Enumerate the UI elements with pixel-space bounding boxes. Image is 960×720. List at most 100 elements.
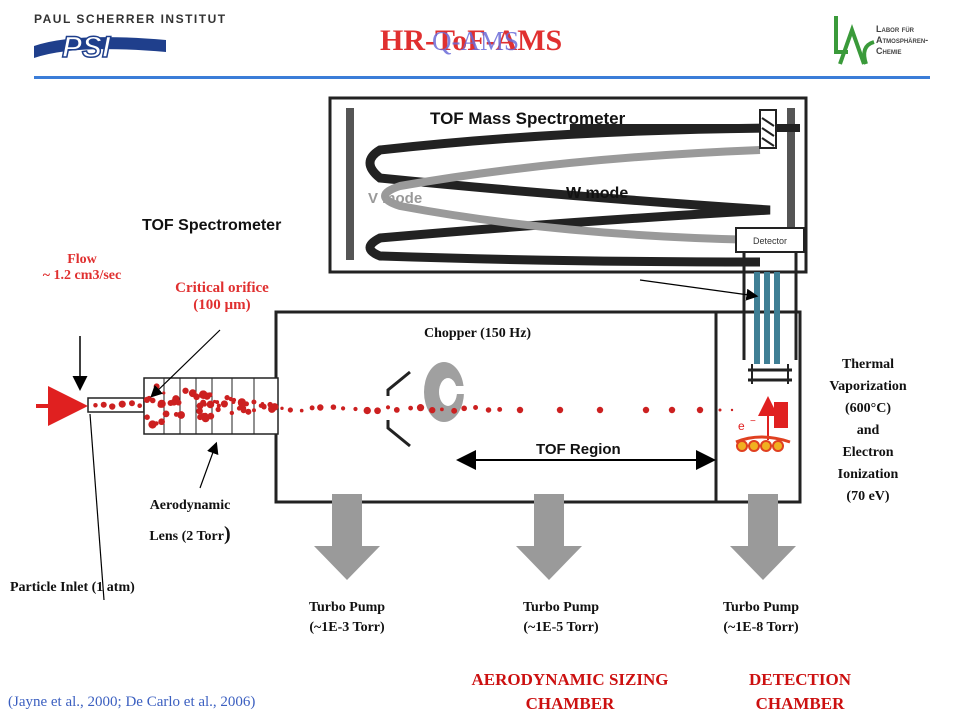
- particle-dot: [144, 414, 150, 420]
- particle-dot: [216, 403, 221, 408]
- particle-dot: [393, 407, 400, 413]
- critical-orifice-line2: (100 µm): [193, 297, 251, 313]
- particle-dot: [175, 399, 182, 406]
- turbo-pump-3-line2: (~1E-8 Torr): [723, 620, 799, 635]
- lab-name-line1: Labor für: [876, 24, 914, 34]
- aerodynamic-sizing-chamber-label: AERODYNAMIC SIZING CHAMBER: [420, 668, 720, 716]
- spectrometer-title: TOF Mass Spectrometer: [430, 109, 626, 128]
- particle-dot: [497, 406, 503, 412]
- detector-box: [735, 227, 805, 253]
- particle-dot: [718, 408, 722, 412]
- flow-label: Flow ~ 1.2 cm3/sec: [22, 252, 142, 284]
- particle-beam: [93, 383, 734, 429]
- particle-dot: [374, 407, 381, 415]
- lens-label-line1: Aerodynamic: [149, 498, 231, 513]
- particle-dot: [162, 410, 170, 418]
- detection-chamber-line1: DETECTION: [748, 670, 852, 689]
- particle-dot: [416, 404, 425, 412]
- turbo-pump-label-1: Turbo Pump (~1E-3 Torr): [280, 598, 414, 638]
- particle-dot: [118, 400, 126, 408]
- particle-dot: [128, 400, 135, 407]
- particle-dot: [143, 396, 151, 403]
- particle-dot: [212, 399, 217, 404]
- turbo-pump-arrow-3: [730, 494, 796, 580]
- particle-dot: [287, 407, 293, 413]
- particle-dot: [93, 403, 98, 408]
- critical-orifice-label: Critical orifice (100 µm): [152, 280, 292, 314]
- beam-pipe: [742, 252, 798, 360]
- lab-name-line2: Atmosphären-: [876, 35, 929, 45]
- particle-dot: [196, 407, 203, 415]
- inlet-pointer: [89, 413, 105, 601]
- particle-dot: [224, 394, 230, 401]
- psi-logo-swoosh: [34, 37, 166, 58]
- particle-dot: [668, 406, 676, 414]
- turbo-pump-2-line2: (~1E-5 Torr): [523, 620, 599, 635]
- particle-dot: [231, 397, 237, 403]
- particle-dot: [340, 406, 346, 411]
- particle-dot: [730, 408, 734, 412]
- turbo-pump-arrow-1: [314, 494, 380, 580]
- turbo-pump-2-line1: Turbo Pump: [522, 600, 600, 615]
- flow-label-line2: ~ 1.2 cm3/sec: [42, 268, 122, 283]
- skimmer: [386, 370, 411, 448]
- particle-dot: [363, 406, 371, 415]
- particle-dot: [269, 404, 273, 408]
- particle-dot: [177, 411, 185, 419]
- thermal-line-5: Electron: [842, 445, 894, 460]
- ion-optics: [748, 272, 792, 384]
- chopper-label: Chopper (150 Hz): [424, 326, 532, 341]
- orifice-pointer: [150, 329, 221, 398]
- particle-dot: [206, 400, 215, 409]
- particle-dot: [252, 408, 256, 413]
- electron-label: e: [738, 419, 745, 433]
- particle-dot: [158, 418, 165, 426]
- particle-dot: [193, 393, 200, 401]
- particle-dot: [280, 406, 284, 410]
- vacuum-chamber: [274, 310, 802, 504]
- particle-dot: [236, 406, 242, 411]
- particle-dot: [261, 404, 267, 410]
- sizing-chamber-line1: AERODYNAMIC SIZING: [471, 670, 669, 689]
- particle-dot: [206, 392, 213, 398]
- thermal-line-2: Vaporization: [829, 379, 907, 394]
- turbo-pump-label-3: Turbo Pump (~1E-8 Torr): [694, 598, 828, 638]
- header-rule: [34, 76, 930, 79]
- tof-region-label: TOF Region: [536, 441, 621, 458]
- particle-dot: [317, 404, 324, 411]
- particle-dot: [238, 399, 247, 408]
- thermal-line-3: (600°C): [844, 401, 892, 416]
- citation: (Jayne et al., 2000; De Carlo et al., 20…: [8, 694, 256, 710]
- sizing-chamber-line2: CHAMBER: [525, 694, 615, 713]
- thermal-line-4: and: [856, 423, 880, 438]
- lens-pointer: [199, 441, 219, 489]
- lac-logo: [826, 12, 946, 72]
- psi-logo-text: PSI: [62, 31, 111, 60]
- electron-charge: −: [750, 416, 756, 427]
- particle-dot: [696, 406, 704, 414]
- lac-logo-a: [838, 23, 866, 65]
- particle-dot: [199, 390, 208, 399]
- v-mode-label: V mode: [368, 190, 422, 207]
- lab-name-line3: Chemie: [876, 46, 902, 56]
- particle-dot: [137, 403, 143, 409]
- particle-dot: [215, 406, 221, 413]
- page-title-overlay: Q-AMS: [432, 26, 520, 56]
- particle-dot: [182, 387, 189, 394]
- particle-dot: [642, 406, 650, 414]
- psi-logo: PSI: [34, 30, 166, 65]
- particle-dot: [162, 391, 166, 395]
- particle-dot: [245, 408, 252, 415]
- particle-inlet-label: Particle Inlet (1 atm): [10, 580, 135, 595]
- particle-dot: [473, 405, 479, 410]
- detector-label: Detector: [753, 236, 787, 246]
- particle-dot: [440, 407, 444, 412]
- aerodynamic-lens: [87, 377, 279, 435]
- institute-name: PAUL SCHERRER INSTITUT: [34, 12, 227, 26]
- particle-dot: [272, 404, 277, 409]
- particle-dot: [100, 401, 107, 408]
- chopper-wheel: [424, 362, 466, 422]
- lens-label-line2: Lens (2 Torr: [149, 529, 224, 544]
- particle-dot: [485, 407, 492, 413]
